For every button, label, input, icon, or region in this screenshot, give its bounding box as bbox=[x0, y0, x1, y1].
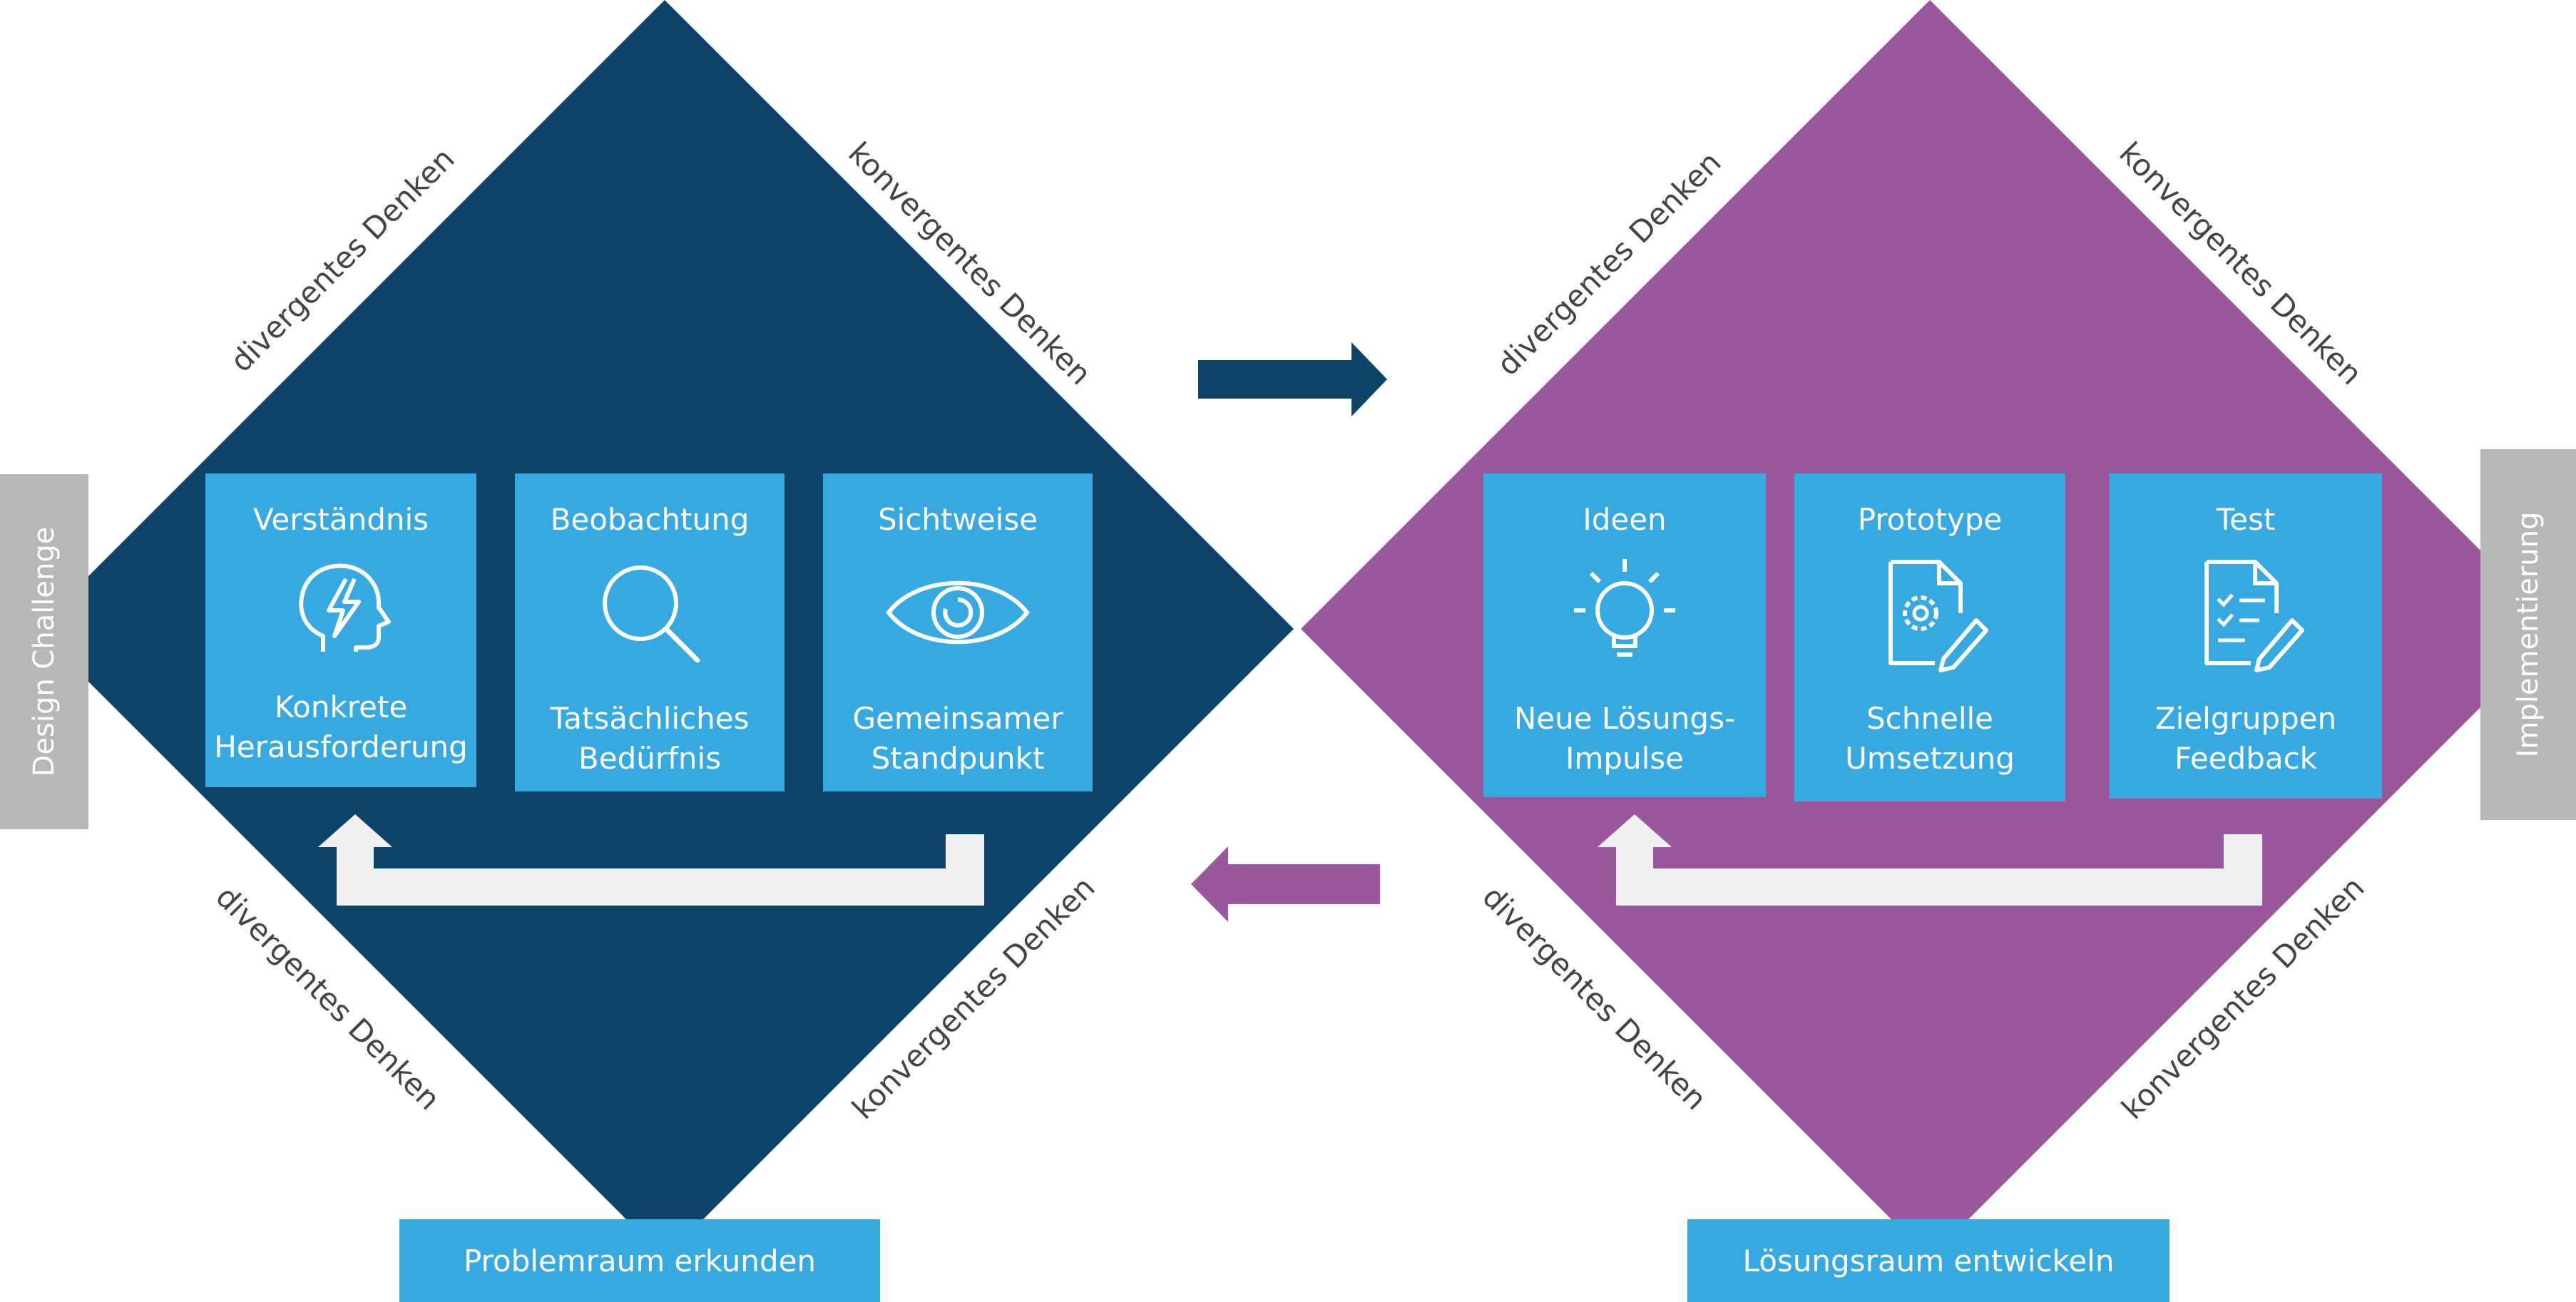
step-card-sichtweise: Sichtweise Gemeinsamer Standpunkt bbox=[823, 473, 1093, 791]
step-line-1: Konkrete bbox=[274, 690, 408, 724]
step-line-2: Herausforderung bbox=[214, 729, 468, 764]
solution-space-label: Lösungsraum entwickeln bbox=[1687, 1219, 2169, 1302]
solution-feedback-arrow bbox=[1598, 814, 2262, 906]
eye-icon bbox=[886, 580, 1030, 645]
double-arrow-icon bbox=[2018, 606, 2155, 660]
design-challenge-label: Design Challenge bbox=[28, 526, 61, 777]
head-lightning-icon bbox=[299, 563, 391, 652]
step-card-prototype: Prototype Schnelle Umsetzung bbox=[1794, 473, 2065, 801]
step-line-2: Impulse bbox=[1565, 741, 1684, 776]
implementation-tab: Implementierung bbox=[2480, 449, 2576, 820]
document-gear-icon bbox=[1888, 560, 1988, 672]
step-title: Sichtweise bbox=[877, 502, 1038, 537]
magnifier-icon bbox=[603, 565, 700, 663]
step-line-2: Bedürfnis bbox=[578, 741, 722, 776]
step-line-2: Umsetzung bbox=[1845, 741, 2015, 776]
step-line-1: Neue Lösungs- bbox=[1513, 701, 1736, 736]
step-card-beobachtung: Beobachtung Tatsächliches Bedürfnis bbox=[515, 473, 784, 791]
problem-double-arrows bbox=[428, 606, 876, 660]
double-arrow-icon bbox=[1706, 606, 1843, 660]
step-card-verstaendnis: Verständnis Konkrete Herausforderung bbox=[205, 473, 476, 787]
step-line-2: Standpunkt bbox=[871, 741, 1045, 776]
backward-arrow-icon bbox=[1191, 846, 1380, 922]
design-challenge-tab: Design Challenge bbox=[0, 474, 88, 829]
lightbulb-icon bbox=[1574, 559, 1675, 657]
checklist-icon bbox=[2204, 560, 2304, 672]
step-line-2: Feedback bbox=[2174, 741, 2317, 776]
step-line-1: Gemeinsamer bbox=[852, 701, 1063, 736]
step-card-test: Test Zielgruppen Feedback bbox=[2110, 473, 2382, 799]
step-title: Beobachtung bbox=[550, 502, 750, 537]
step-title: Test bbox=[2216, 502, 2276, 537]
forward-arrow-icon bbox=[1198, 342, 1387, 416]
step-line-1: Zielgruppen bbox=[2155, 701, 2337, 736]
step-title: Ideen bbox=[1583, 502, 1667, 537]
implementation-label: Implementierung bbox=[2512, 511, 2545, 758]
step-line-1: Schnelle bbox=[1866, 701, 1993, 736]
solution-double-arrows bbox=[1706, 606, 2155, 660]
step-title: Prototype bbox=[1857, 502, 2003, 537]
step-card-ideen: Ideen Neue Lösungs- Impulse bbox=[1483, 473, 1766, 797]
step-line-1: Tatsächliches bbox=[550, 701, 750, 736]
double-arrow-icon bbox=[428, 606, 565, 660]
problem-feedback-arrow bbox=[318, 814, 984, 906]
step-title: Verständnis bbox=[252, 502, 429, 537]
problem-space-label: Problemraum erkunden bbox=[399, 1219, 880, 1302]
double-arrow-icon bbox=[739, 606, 876, 660]
